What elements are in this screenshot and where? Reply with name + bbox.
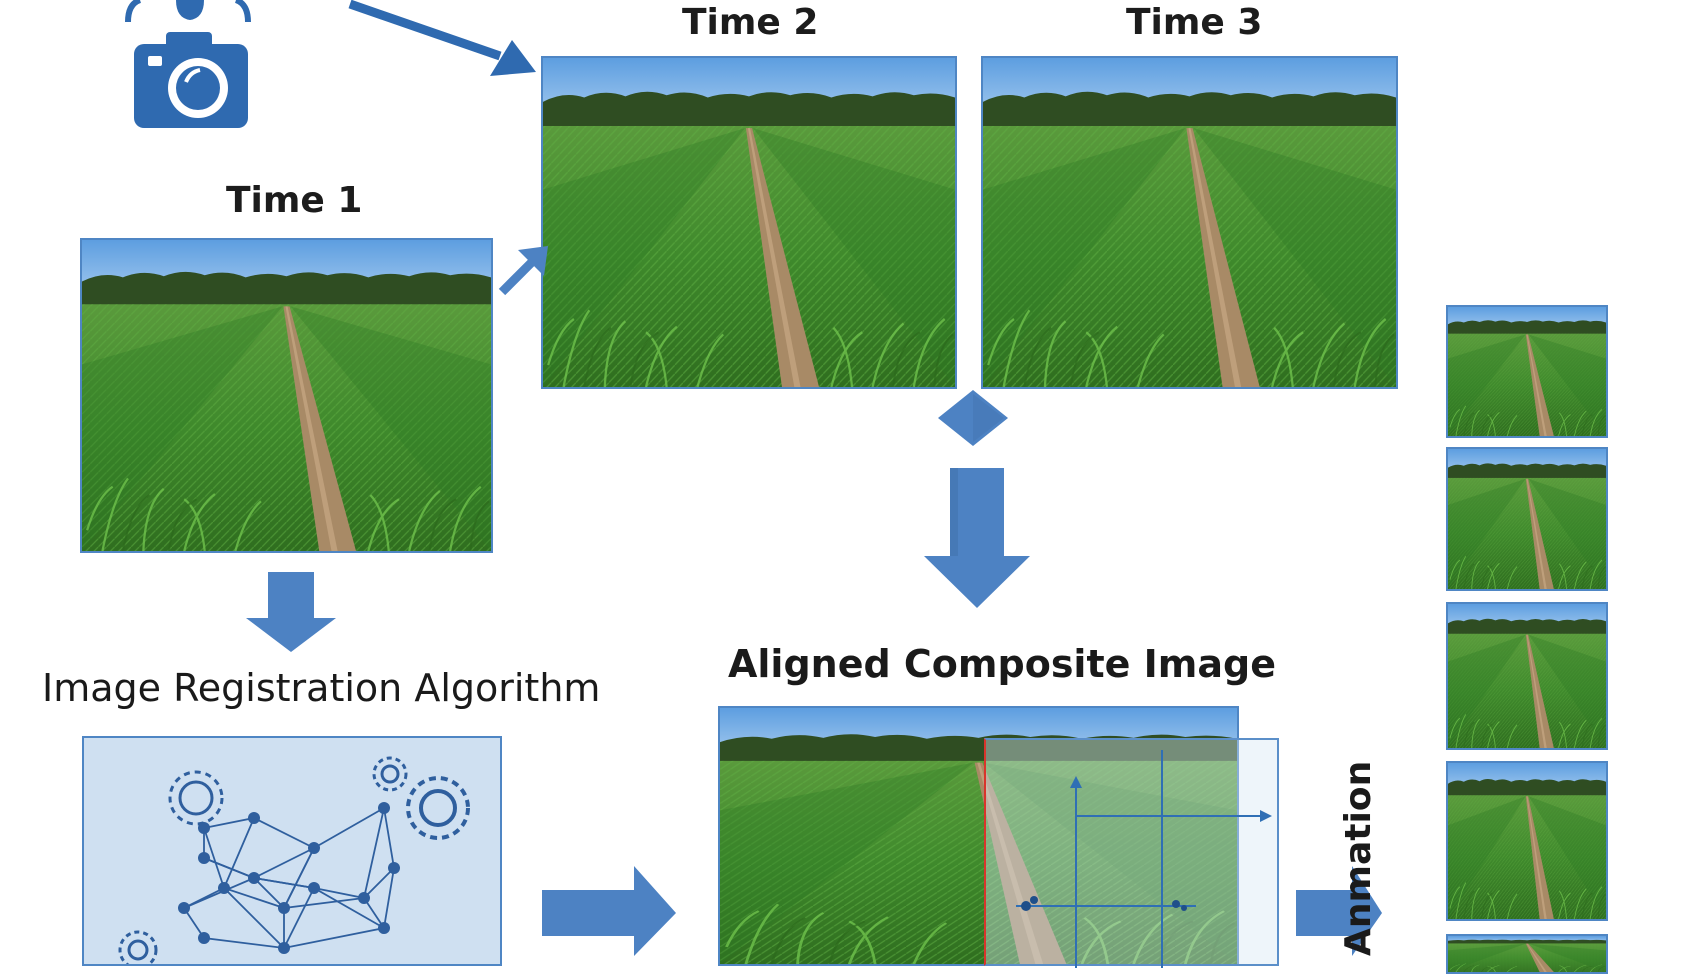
animation-frame-5 [1446,934,1608,974]
arrow-composite-to-animation [1296,866,1382,956]
time1-title: Time 1 [226,180,363,221]
animation-frame-3 [1446,602,1608,750]
time3-photo [981,56,1398,389]
arrow-down-to-composite [924,468,1030,608]
registration-title: Image Registration Algorithm [42,666,601,710]
camera-icon [120,0,266,132]
gear-icon [118,930,158,964]
arrow-registration-to-composite [542,866,676,956]
animation-frame-2 [1446,447,1608,591]
arrow-time1-to-time2 [498,244,550,296]
composite-title: Aligned Composite Image [728,642,1276,686]
animation-label: Anmation [1338,760,1379,956]
registration-panel [82,736,502,966]
arrow-camera-to-time2 [348,0,540,80]
time2-photo [541,56,957,389]
network-graph-icon [118,756,470,964]
time2-title: Time 2 [682,2,819,43]
time1-photo [80,238,493,553]
animation-frame-4 [1446,761,1608,921]
composite-overlay [984,738,1279,968]
gear-icon [168,770,224,826]
gear-icon [406,776,470,840]
arrow-down-to-registration [246,572,336,652]
time3-title: Time 3 [1126,2,1263,43]
merge-diamond-icon [938,390,1008,446]
gear-icon [372,756,408,792]
animation-frame-1 [1446,305,1608,438]
